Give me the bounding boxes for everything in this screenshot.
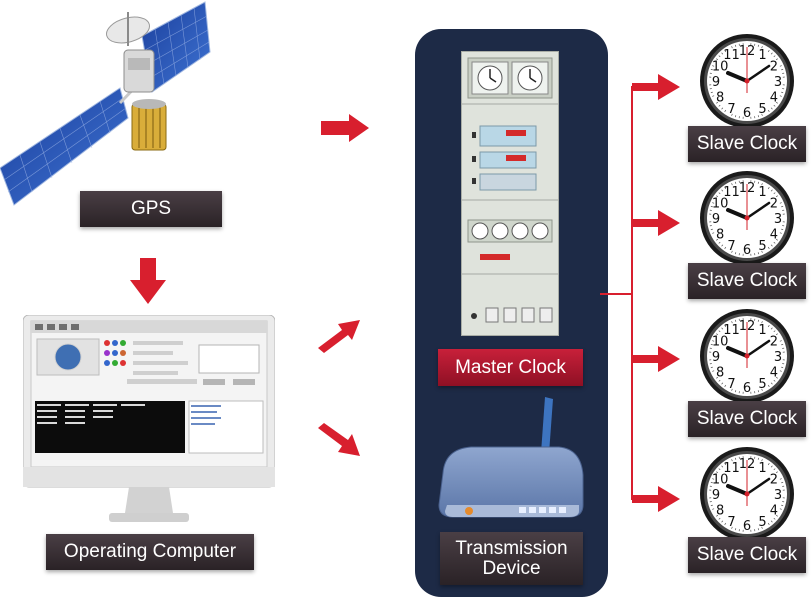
svg-text:8: 8 xyxy=(716,504,724,519)
svg-text:3: 3 xyxy=(774,350,782,365)
rack-icon xyxy=(461,51,559,336)
slave-clock-label: Slave Clock xyxy=(688,401,806,437)
arrow-right-icon xyxy=(632,346,680,372)
satellite-icon xyxy=(0,1,211,206)
svg-text:7: 7 xyxy=(727,377,735,392)
svg-text:10: 10 xyxy=(712,335,729,350)
arrow-right-icon xyxy=(632,74,680,100)
operating-computer-label: Operating Computer xyxy=(46,534,254,570)
svg-text:1: 1 xyxy=(758,461,766,476)
svg-text:9: 9 xyxy=(712,212,720,227)
router-icon xyxy=(438,397,584,518)
slave-clock-label: Slave Clock xyxy=(688,263,806,299)
arrow-right-icon xyxy=(321,114,369,142)
transmission-device-label: Transmission Device xyxy=(440,532,583,585)
svg-text:1: 1 xyxy=(758,323,766,338)
svg-text:11: 11 xyxy=(723,185,740,200)
slave-clock-label: Slave Clock xyxy=(688,537,806,573)
svg-text:4: 4 xyxy=(770,504,778,519)
arrow-right-icon xyxy=(632,486,680,512)
svg-text:10: 10 xyxy=(712,473,729,488)
svg-text:11: 11 xyxy=(723,323,740,338)
svg-text:2: 2 xyxy=(770,473,778,488)
svg-text:6: 6 xyxy=(743,519,751,534)
arrow-down-icon xyxy=(130,258,166,304)
transmission-device-line1: Transmission xyxy=(455,537,568,559)
svg-text:4: 4 xyxy=(770,228,778,243)
svg-text:3: 3 xyxy=(774,75,782,90)
svg-text:8: 8 xyxy=(716,91,724,106)
gps-label: GPS xyxy=(80,191,222,227)
svg-text:6: 6 xyxy=(743,106,751,121)
monitor-icon xyxy=(23,315,275,522)
svg-text:1: 1 xyxy=(758,185,766,200)
svg-text:7: 7 xyxy=(727,515,735,530)
svg-text:6: 6 xyxy=(743,243,751,258)
svg-text:2: 2 xyxy=(770,335,778,350)
svg-text:7: 7 xyxy=(727,102,735,117)
svg-text:4: 4 xyxy=(770,91,778,106)
arrow-down-right-icon xyxy=(318,423,360,456)
svg-text:6: 6 xyxy=(743,381,751,396)
slave-clock-label: Slave Clock xyxy=(688,126,806,162)
distribution-lines xyxy=(600,86,633,500)
svg-text:2: 2 xyxy=(770,60,778,75)
svg-text:11: 11 xyxy=(723,48,740,63)
svg-text:5: 5 xyxy=(758,515,766,530)
svg-text:8: 8 xyxy=(716,228,724,243)
svg-text:11: 11 xyxy=(723,461,740,476)
svg-text:9: 9 xyxy=(712,488,720,503)
svg-text:9: 9 xyxy=(712,350,720,365)
svg-text:5: 5 xyxy=(758,239,766,254)
svg-text:8: 8 xyxy=(716,366,724,381)
svg-text:10: 10 xyxy=(712,197,729,212)
transmission-device-line2: Device xyxy=(482,557,541,579)
svg-text:5: 5 xyxy=(758,377,766,392)
master-clock-label: Master Clock xyxy=(438,349,583,386)
arrow-right-icon xyxy=(632,210,680,236)
svg-text:5: 5 xyxy=(758,102,766,117)
svg-text:7: 7 xyxy=(727,239,735,254)
svg-text:9: 9 xyxy=(712,75,720,90)
arrow-up-right-icon xyxy=(318,320,360,353)
svg-text:3: 3 xyxy=(774,212,782,227)
svg-text:10: 10 xyxy=(712,60,729,75)
svg-text:4: 4 xyxy=(770,366,778,381)
svg-text:1: 1 xyxy=(758,48,766,63)
svg-text:3: 3 xyxy=(774,488,782,503)
svg-text:2: 2 xyxy=(770,197,778,212)
